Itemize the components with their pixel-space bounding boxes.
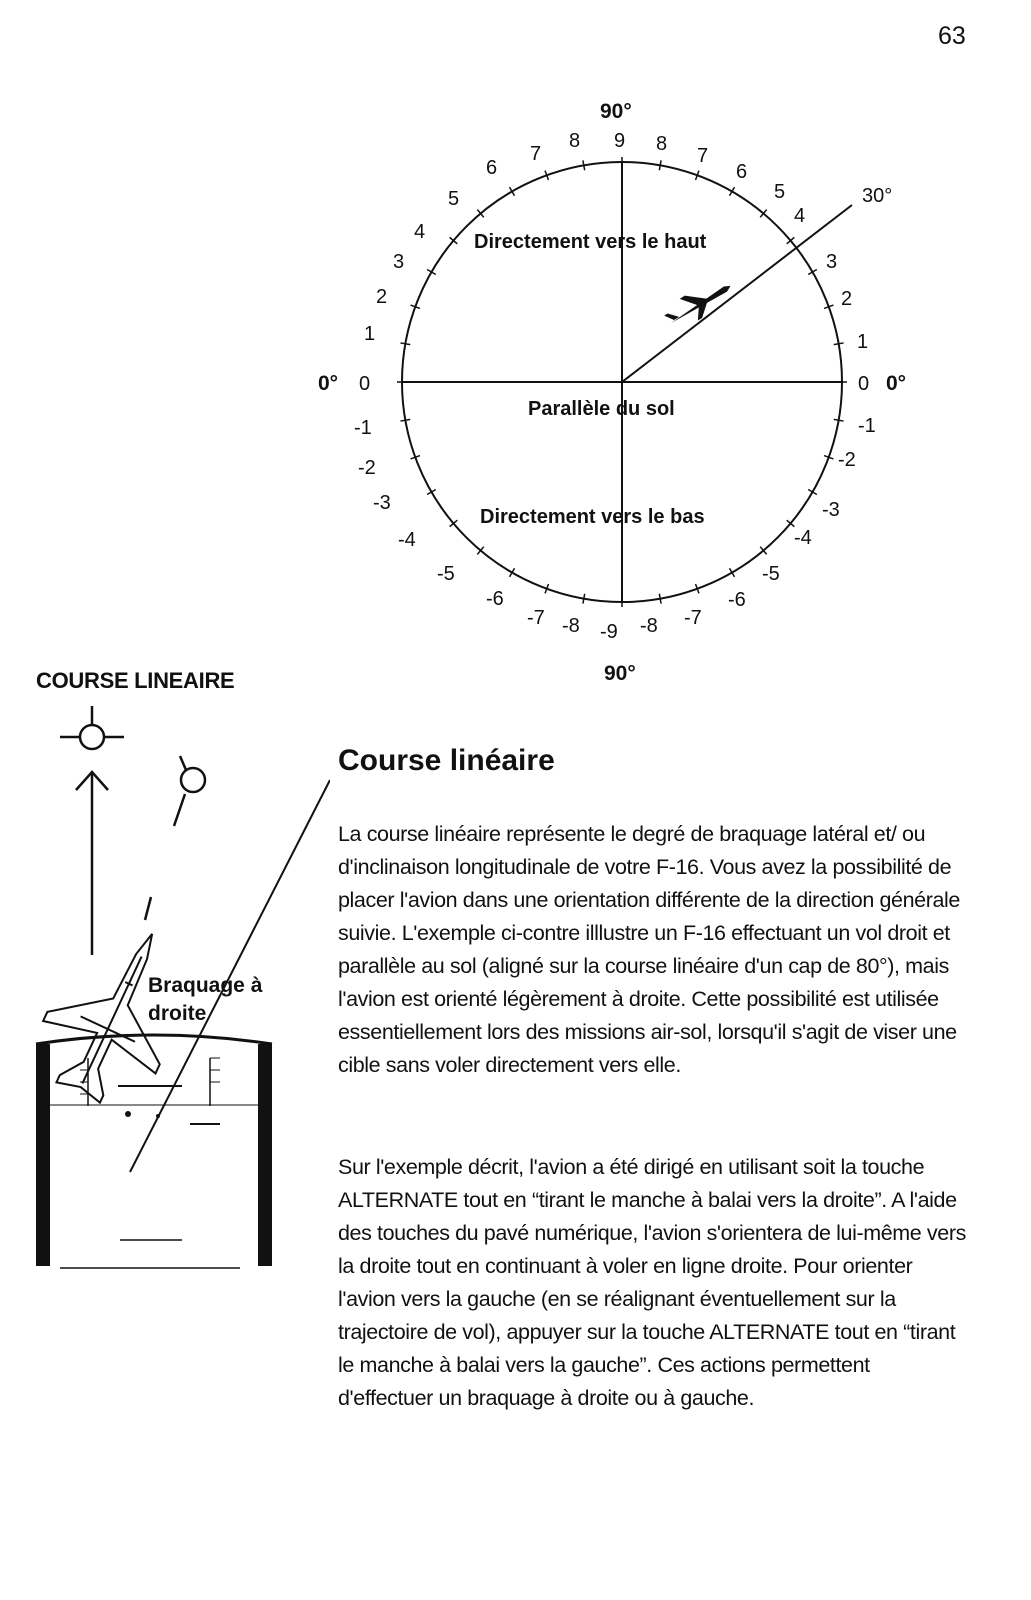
dial-tick — [410, 454, 421, 460]
tilted-marker-icon — [143, 755, 207, 921]
tick-label: 6 — [486, 157, 497, 179]
dial-tick — [449, 236, 458, 245]
tick-label: 2 — [841, 288, 852, 310]
pitch-dial-diagram: 90° 90° 0° 0° 30° 6 7 8 9 8 7 6 5 4 3 2 … — [318, 100, 906, 685]
tick-label: 5 — [448, 188, 459, 210]
tick-label: 5 — [774, 181, 785, 203]
braquage-label-line2: droite — [148, 1002, 207, 1025]
dial-tick — [426, 488, 437, 496]
tick-label: -5 — [762, 563, 780, 585]
tick-label: 0 — [359, 373, 370, 395]
dial-tick — [786, 236, 795, 245]
tick-label: -3 — [822, 499, 840, 521]
zone-label-down: Directement vers le bas — [480, 506, 705, 528]
tick-label: -7 — [527, 607, 545, 629]
hud-display — [35, 1033, 273, 1269]
label-0-right: 0° — [886, 372, 906, 395]
paragraph-2: Sur l'exemple décrit, l'avion a été diri… — [338, 1155, 966, 1410]
tick-label: -1 — [354, 417, 372, 439]
dial-tick — [544, 170, 550, 181]
dial-tick — [582, 160, 586, 171]
tick-label: -8 — [562, 615, 580, 637]
dial-tick — [658, 160, 662, 171]
heading-line — [129, 779, 330, 1173]
braquage-label-line1: Braquage à — [148, 974, 263, 997]
tick-label: -2 — [838, 449, 856, 471]
tick-label: -8 — [640, 615, 658, 637]
dial-tick — [807, 488, 818, 496]
tick-label: -9 — [600, 621, 618, 643]
dial-tick — [476, 209, 485, 218]
dial-tick — [694, 170, 700, 181]
tick-label: -6 — [728, 589, 746, 611]
dial-tick — [508, 567, 516, 578]
label-90-top: 90° — [600, 100, 632, 123]
label-0-left: 0° — [318, 372, 338, 395]
dial-tick — [759, 209, 768, 218]
dial-tick — [400, 342, 411, 346]
dial-tick — [400, 418, 411, 422]
dial-tick — [544, 583, 550, 594]
tick-label: -5 — [437, 563, 455, 585]
tick-label: -3 — [373, 492, 391, 514]
tick-label: -2 — [358, 457, 376, 479]
dial-tick — [728, 186, 736, 197]
dial-tick — [823, 304, 834, 310]
tick-label: -6 — [486, 588, 504, 610]
dial-tick — [426, 268, 437, 276]
tick-label: 2 — [376, 286, 387, 308]
figure-title: COURSE LINEAIRE — [36, 668, 235, 693]
tick-label: 8 — [656, 133, 667, 155]
tick-label: -7 — [684, 607, 702, 629]
dial-tick — [823, 454, 834, 460]
dial-tick — [476, 546, 485, 555]
label-30-degrees: 30° — [862, 185, 892, 207]
flight-path-marker-icon — [60, 706, 124, 751]
zone-label-level: Parallèle du sol — [528, 398, 675, 420]
tick-label: 7 — [697, 145, 708, 167]
course-lineaire-figure — [35, 706, 330, 1269]
tick-label: 4 — [794, 205, 805, 227]
tick-label: 1 — [364, 323, 375, 345]
aircraft-icon — [664, 285, 731, 324]
dial-tick — [410, 304, 421, 310]
tick-label: -1 — [858, 415, 876, 437]
label-90-bottom: 90° — [604, 662, 636, 685]
dial-tick — [694, 583, 700, 594]
tick-label: 1 — [857, 331, 868, 353]
tick-label: 9 — [614, 130, 625, 152]
dial-tick — [833, 418, 844, 422]
tick-label: -4 — [398, 529, 416, 551]
up-arrow-icon — [75, 770, 109, 955]
tick-marks — [397, 157, 847, 607]
dial-tick — [658, 593, 662, 604]
dial-tick — [508, 186, 516, 197]
section-title: Course linéaire — [338, 744, 555, 777]
f16-jet-icon — [41, 933, 161, 1105]
dial-tick — [833, 342, 844, 346]
page-number: 63 — [938, 22, 966, 50]
tick-label: 3 — [393, 251, 404, 273]
tick-label: 8 — [569, 130, 580, 152]
tick-label: 0 — [858, 373, 869, 395]
tick-label: 7 — [530, 143, 541, 165]
paragraph-1: La course linéaire représente le degré d… — [338, 822, 960, 1077]
tick-label: 3 — [826, 251, 837, 273]
dial-tick — [582, 593, 586, 604]
thirty-degree-line — [621, 204, 853, 383]
tick-label: -4 — [794, 527, 812, 549]
tick-label: 4 — [414, 221, 425, 243]
braquage-label: Braquage à droite — [148, 972, 308, 1028]
dial-tick — [759, 546, 768, 555]
dial-tick — [728, 567, 736, 578]
zone-label-up: Directement vers le haut — [474, 231, 707, 253]
dial-tick — [786, 519, 795, 528]
dial-tick — [449, 519, 458, 528]
tick-label: 6 — [736, 161, 747, 183]
dial-tick — [807, 268, 818, 276]
